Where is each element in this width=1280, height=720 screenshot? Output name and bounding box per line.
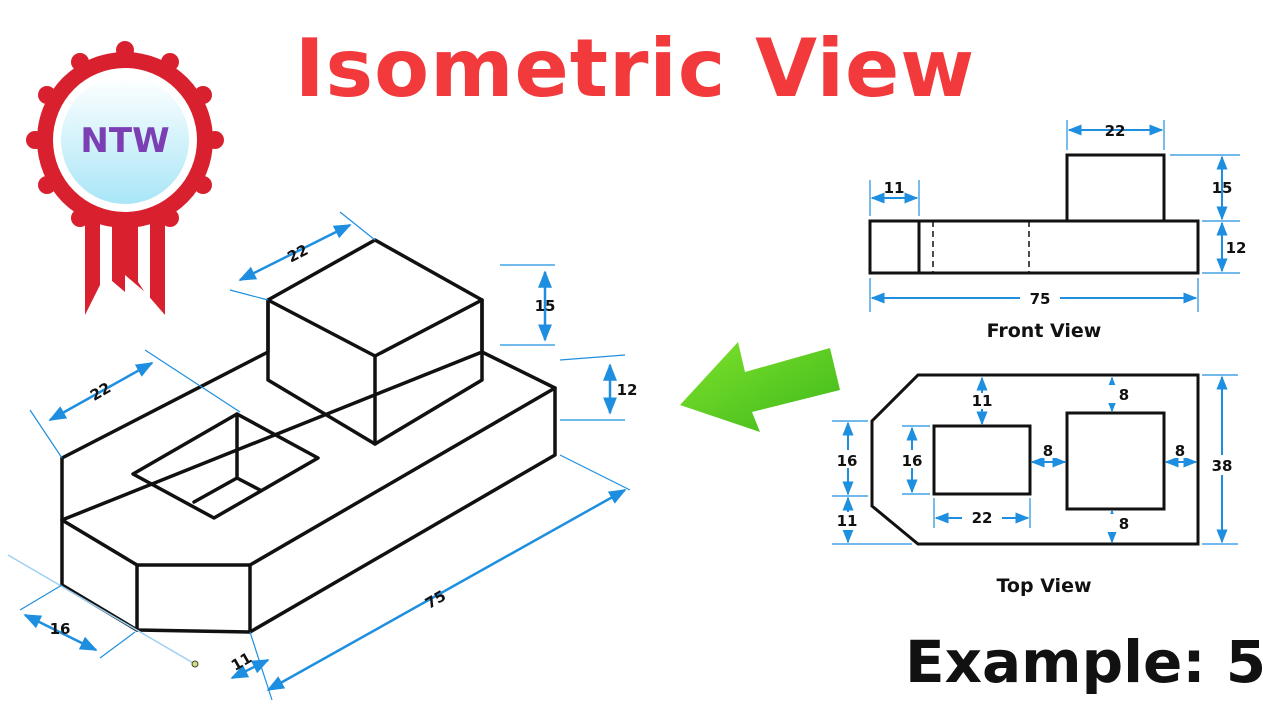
hole (131, 412, 320, 520)
page-title: Isometric View (294, 22, 976, 115)
logo-badge: NTW (26, 41, 224, 315)
top-view-label: Top View (996, 575, 1091, 597)
dim-top-8c: 8 (1175, 442, 1185, 460)
extension-line (7, 554, 196, 665)
green-arrow-icon (680, 342, 840, 432)
dim-top-8d: 8 (1119, 515, 1129, 533)
dim-top-16b: 16 (902, 452, 923, 470)
dim-top-8a: 8 (1119, 386, 1129, 404)
dim-front-75: 75 (1030, 290, 1051, 308)
dim-front-22: 22 (1105, 122, 1126, 140)
top-dim-labels: 11 8 16 16 8 8 38 11 22 8 (837, 386, 1233, 533)
base-front-faces (60, 386, 557, 634)
example-label: Example: 5 (905, 628, 1267, 696)
dim-front-11: 11 (884, 179, 905, 197)
front-view-label: Front View (987, 320, 1102, 342)
dim-top-11b: 11 (837, 512, 858, 530)
top-view (870, 373, 1200, 546)
isometric-drawing (60, 238, 557, 634)
dim-iso-15: 15 (535, 297, 556, 315)
dim-front-15: 15 (1212, 179, 1233, 197)
dim-top-22: 22 (972, 509, 993, 527)
logo-text: NTW (80, 121, 169, 161)
dim-top-38: 38 (1212, 457, 1233, 475)
dim-iso-22-top: 22 (284, 241, 311, 267)
dim-top-11a: 11 (972, 392, 993, 410)
dim-iso-11: 11 (228, 649, 255, 675)
dim-front-12: 12 (1226, 239, 1247, 257)
seal-inner (61, 76, 189, 204)
front-dim-labels: 22 11 15 12 75 (884, 122, 1247, 308)
dim-iso-12: 12 (617, 381, 638, 399)
point-marker (191, 660, 199, 668)
dim-iso-16: 16 (50, 620, 71, 638)
dim-top-16a: 16 (837, 452, 858, 470)
dim-top-8b: 8 (1043, 442, 1053, 460)
iso-dimensions (23, 223, 627, 692)
front-view (868, 153, 1200, 275)
dim-iso-22-hole: 22 (87, 379, 114, 405)
